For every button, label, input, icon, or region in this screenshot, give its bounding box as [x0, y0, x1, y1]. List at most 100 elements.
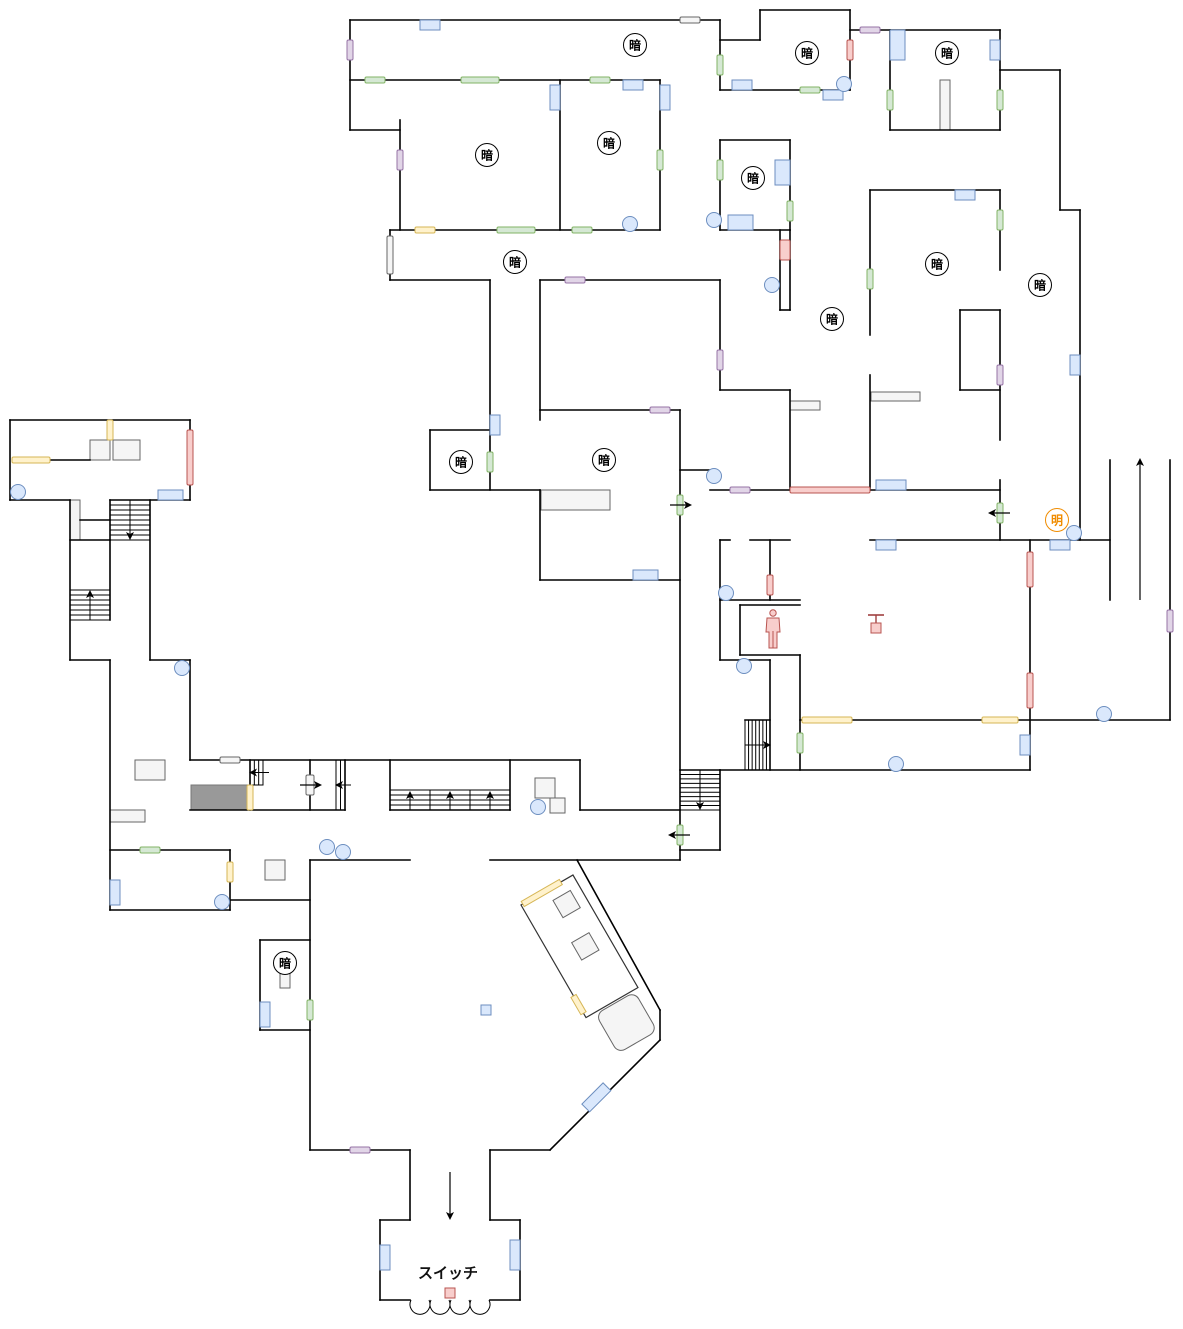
dark-marker: 暗 [741, 166, 765, 190]
window [549, 84, 561, 111]
wall [575, 858, 662, 1012]
staircase [69, 589, 111, 621]
dark-marker: 暗 [925, 252, 949, 276]
dark-marker: 暗 [273, 951, 297, 975]
svg-text:暗: 暗 [279, 956, 291, 971]
door-purple [859, 26, 881, 34]
dark-marker: 暗 [503, 250, 527, 274]
staircase [744, 719, 771, 771]
door-green [139, 846, 161, 854]
markers-layer: 暗暗暗暗暗暗暗暗暗暗暗暗暗明 [273, 33, 1069, 975]
svg-text:暗: 暗 [481, 148, 493, 163]
dark-marker: 暗 [935, 41, 959, 65]
pillar-circle [718, 585, 734, 601]
bright-marker: 明 [1045, 508, 1069, 532]
svg-text:暗: 暗 [826, 312, 838, 327]
pillar-circle [706, 468, 722, 484]
door-green [866, 268, 874, 290]
dark-marker: 暗 [795, 41, 819, 65]
pillar-circle [319, 839, 335, 855]
window [419, 19, 441, 31]
switch-button[interactable] [444, 1287, 456, 1299]
furniture-block [264, 859, 286, 881]
svg-text:暗: 暗 [801, 46, 813, 61]
door-green [496, 226, 536, 234]
staircase [335, 759, 351, 811]
window [1069, 354, 1081, 376]
door-purple [396, 149, 404, 171]
window [379, 1244, 391, 1271]
furniture-block [534, 777, 556, 799]
door-red [1026, 551, 1034, 588]
door-yellow [246, 784, 254, 811]
svg-text:暗: 暗 [931, 257, 943, 272]
door-purple [349, 1146, 371, 1154]
pillar-circle [1066, 525, 1082, 541]
door-yellow [981, 716, 1019, 724]
windows-layer [109, 19, 1081, 1271]
stairs-layer [69, 499, 771, 811]
floor-circle-icon [449, 1299, 471, 1315]
door-purple [716, 349, 724, 371]
furniture-block [540, 489, 611, 511]
door-white [219, 756, 241, 764]
door-green [486, 451, 494, 473]
door-green [571, 226, 593, 234]
door-purple [996, 364, 1004, 386]
floor-circle-icon [409, 1299, 431, 1315]
pillar-circle [764, 277, 780, 293]
pillar-circle [10, 484, 26, 500]
window [659, 84, 671, 111]
pillar-circle [530, 799, 546, 815]
window [889, 29, 906, 61]
furniture-block [134, 759, 166, 781]
window [875, 479, 907, 491]
door-green [996, 89, 1004, 111]
dark-marker: 暗 [449, 450, 473, 474]
dark-marker: 暗 [623, 33, 647, 57]
svg-text:暗: 暗 [629, 38, 641, 53]
door-purple [729, 486, 751, 494]
pillar-circle [1096, 706, 1112, 722]
pillar-circle [174, 660, 190, 676]
door-green [996, 209, 1004, 231]
door-green [364, 76, 386, 84]
floor-circle-icon [469, 1299, 491, 1315]
door-purple [564, 276, 586, 284]
switch-label: スイッチ [418, 1264, 479, 1282]
furniture-block [89, 439, 111, 461]
door-red [1026, 672, 1034, 709]
door-purple [649, 406, 671, 414]
furniture-block [549, 797, 566, 814]
staircase [389, 789, 511, 811]
svg-text:暗: 暗 [598, 453, 610, 468]
svg-text:暗: 暗 [747, 171, 759, 186]
window [632, 569, 659, 581]
pillar-circle [622, 216, 638, 232]
furniture-block [279, 972, 291, 989]
staircase [109, 499, 151, 541]
floor-circle-icon [429, 1299, 451, 1315]
door-yellow [106, 419, 114, 441]
svg-text:暗: 暗 [1034, 278, 1046, 293]
door-green [716, 54, 724, 76]
window [109, 879, 121, 906]
pillar-circle [736, 658, 752, 674]
door-white [386, 235, 394, 275]
window [1049, 539, 1071, 551]
window [774, 159, 791, 186]
window [989, 39, 1001, 61]
pillars-layer [10, 76, 1112, 910]
furniture-block [939, 79, 951, 131]
window [480, 1004, 492, 1016]
furniture-block [112, 439, 141, 461]
door-red [789, 486, 871, 494]
door-red [846, 39, 854, 61]
window [727, 214, 754, 231]
pillar-circle [214, 894, 230, 910]
window [157, 489, 184, 501]
door-white [679, 16, 701, 24]
door-red [779, 239, 791, 261]
door-yellow [226, 861, 234, 883]
door-yellow [801, 716, 853, 724]
